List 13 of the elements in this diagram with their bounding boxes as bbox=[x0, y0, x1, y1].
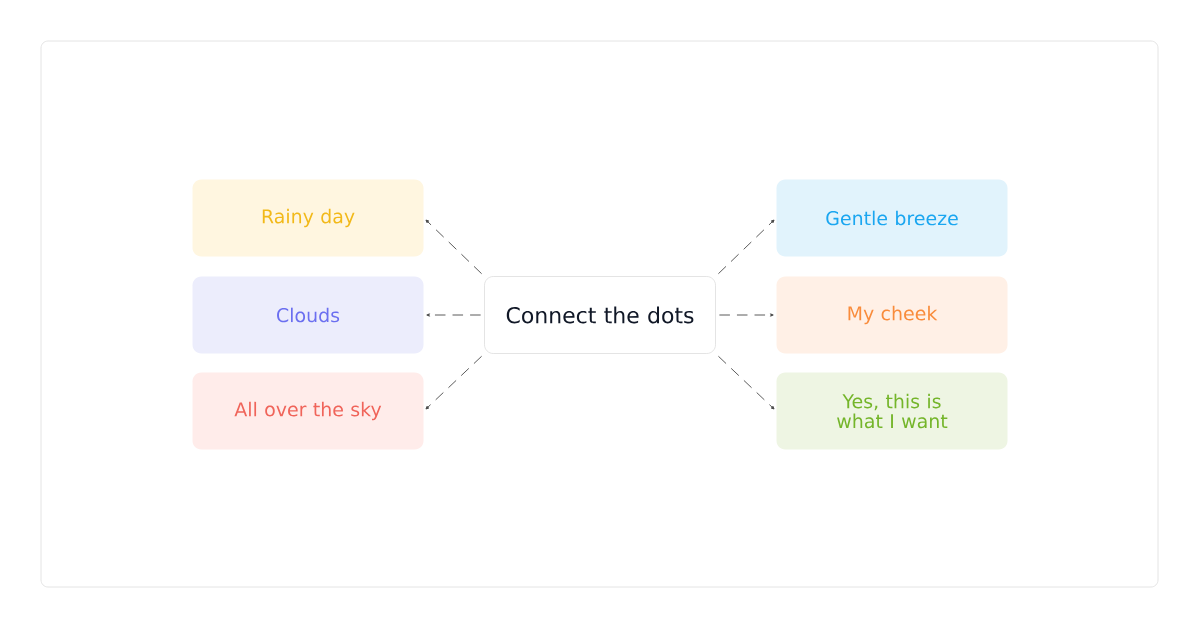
topic-box: Rainy day bbox=[192, 179, 424, 257]
arrow bbox=[718, 313, 774, 317]
arrow bbox=[425, 219, 483, 275]
arrow bbox=[717, 355, 775, 410]
topic-box: Gentle breeze bbox=[776, 179, 1008, 257]
topic-box: My cheek bbox=[776, 276, 1008, 354]
topic-box: Yes, this is what I want bbox=[776, 372, 1008, 450]
arrow bbox=[717, 219, 775, 275]
topic-box: All over the sky bbox=[192, 372, 424, 450]
arrow bbox=[425, 355, 483, 410]
central-box: Connect the dots bbox=[484, 276, 716, 354]
arrow bbox=[426, 313, 482, 317]
topic-box: Clouds bbox=[192, 276, 424, 354]
